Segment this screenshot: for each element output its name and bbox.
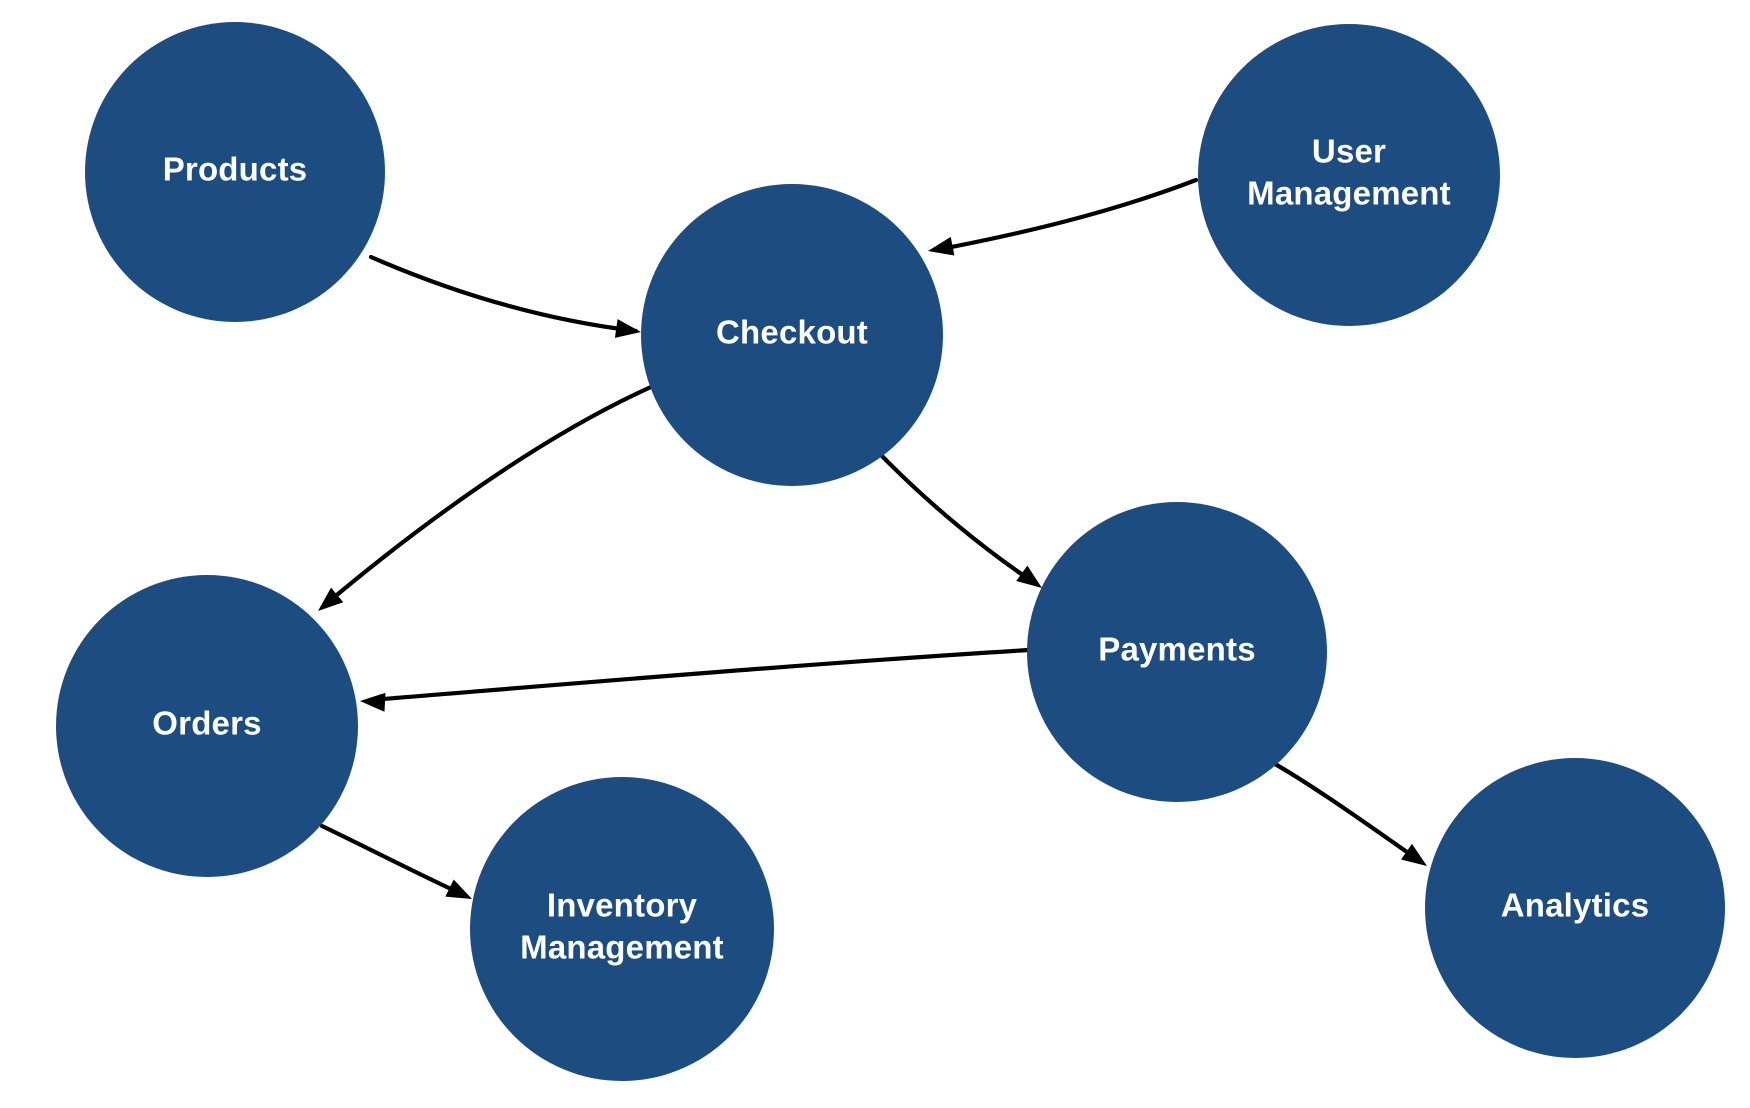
arrowhead-icon — [1016, 565, 1042, 588]
edge-orders-inventory-management — [319, 823, 472, 899]
node-circle[interactable] — [470, 777, 774, 1081]
edge-line — [1272, 761, 1423, 864]
node-circle[interactable] — [641, 184, 943, 486]
edge-line — [368, 254, 639, 334]
edge-line — [367, 647, 1032, 703]
edge-checkout-orders — [318, 384, 654, 611]
arrowhead-icon — [928, 236, 955, 256]
edge-user-management-checkout — [928, 177, 1199, 256]
arrowhead-icon — [614, 319, 641, 338]
node-circle[interactable] — [56, 575, 358, 877]
node-label: Analytics — [1501, 887, 1650, 924]
arrowhead-icon — [1401, 843, 1427, 866]
graph-node-analytics[interactable]: Analytics — [1425, 758, 1725, 1058]
edge-payments-orders — [360, 647, 1032, 712]
edge-line — [323, 384, 654, 607]
node-label: Checkout — [716, 314, 868, 351]
edge-products-checkout — [368, 254, 641, 338]
edge-line — [933, 177, 1199, 253]
node-label: User — [1312, 133, 1386, 170]
edge-line — [319, 823, 467, 898]
arrowhead-icon — [360, 692, 386, 712]
node-label: Products — [163, 151, 308, 188]
graph-node-orders[interactable]: Orders — [56, 575, 358, 877]
node-circle[interactable] — [1027, 502, 1327, 802]
graph-node-checkout[interactable]: Checkout — [641, 184, 943, 486]
edge-line — [878, 452, 1039, 587]
node-circle[interactable] — [1198, 24, 1500, 326]
arrowhead-icon — [445, 879, 472, 899]
edge-checkout-payments — [878, 452, 1042, 588]
node-label: Inventory — [547, 887, 698, 924]
node-circle[interactable] — [1425, 758, 1725, 1058]
arrowhead-icon — [318, 587, 344, 611]
edge-payments-analytics — [1272, 761, 1427, 866]
node-label: Payments — [1098, 631, 1256, 668]
node-circle[interactable] — [85, 22, 385, 322]
node-label: Management — [1247, 175, 1451, 212]
graph-node-payments[interactable]: Payments — [1027, 502, 1327, 802]
edge-layer — [318, 177, 1427, 899]
node-label: Orders — [152, 705, 261, 742]
graph-node-products[interactable]: Products — [85, 22, 385, 322]
node-label: Management — [520, 929, 724, 966]
